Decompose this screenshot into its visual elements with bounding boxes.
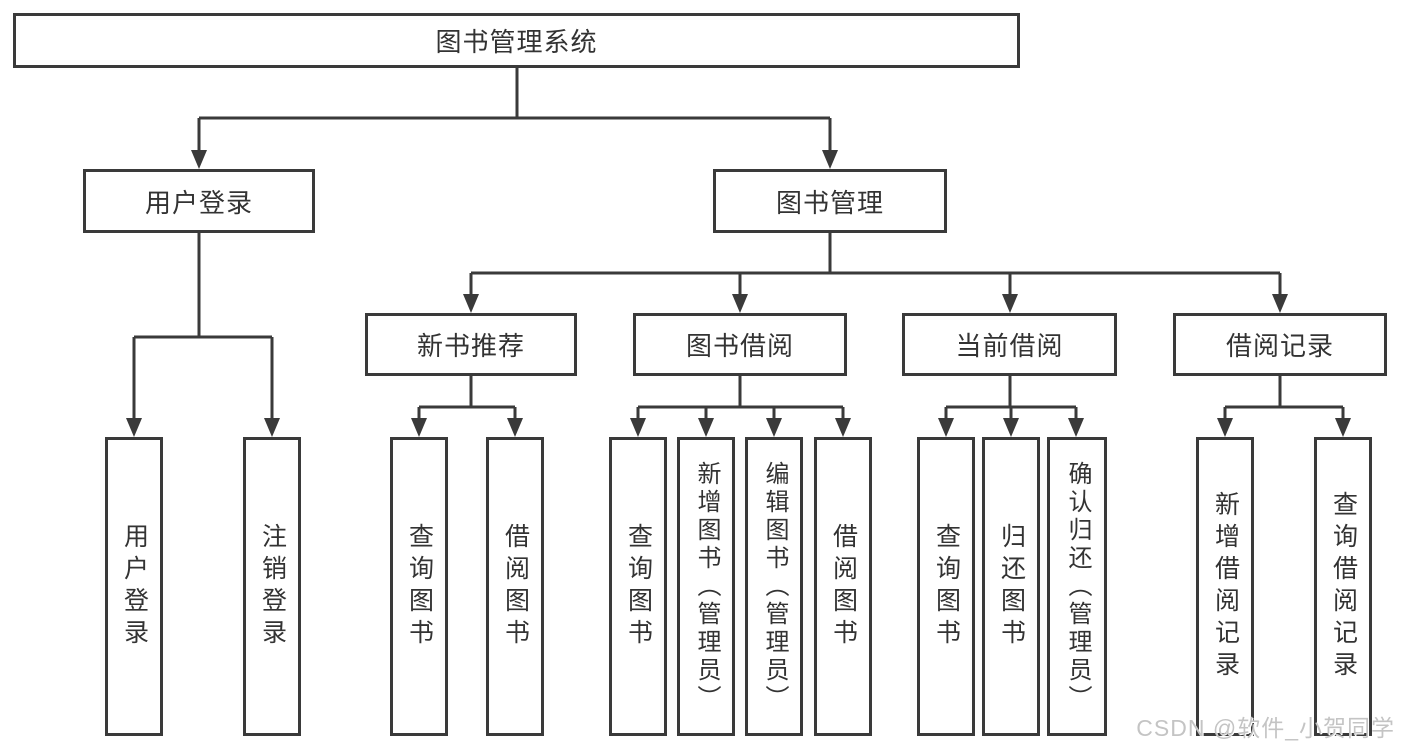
node-book-management: 图书管理 xyxy=(713,169,947,233)
node-current-borrow: 当前借阅 xyxy=(902,313,1117,376)
leaf-add-borrow-record: 新增借阅记录 xyxy=(1196,437,1254,736)
leaf-query-borrow-record: 查询借阅记录 xyxy=(1314,437,1372,736)
leaf-add-books-admin: 新增图书（管理员） xyxy=(677,437,735,736)
node-user-login: 用户登录 xyxy=(83,169,315,233)
leaf-return-books: 归还图书 xyxy=(982,437,1040,736)
leaf-borrow-books: 借阅图书 xyxy=(814,437,872,736)
node-new-book-recommend: 新书推荐 xyxy=(365,313,577,376)
leaf-borrow-query-books: 查询图书 xyxy=(609,437,667,736)
leaf-edit-books-admin: 编辑图书（管理员） xyxy=(745,437,803,736)
leaf-logout: 注销登录 xyxy=(243,437,301,736)
leaf-current-query-books: 查询图书 xyxy=(917,437,975,736)
leaf-user-login: 用户登录 xyxy=(105,437,163,736)
leaf-recommend-query-books: 查询图书 xyxy=(390,437,448,736)
leaf-confirm-return-admin: 确认归还（管理员） xyxy=(1047,437,1107,736)
node-book-borrow: 图书借阅 xyxy=(633,313,847,376)
csdn-watermark: CSDN @软件_小贺同学 xyxy=(1136,715,1395,741)
leaf-recommend-borrow-books: 借阅图书 xyxy=(486,437,544,736)
node-borrow-records: 借阅记录 xyxy=(1173,313,1387,376)
node-library-system: 图书管理系统 xyxy=(13,13,1020,68)
